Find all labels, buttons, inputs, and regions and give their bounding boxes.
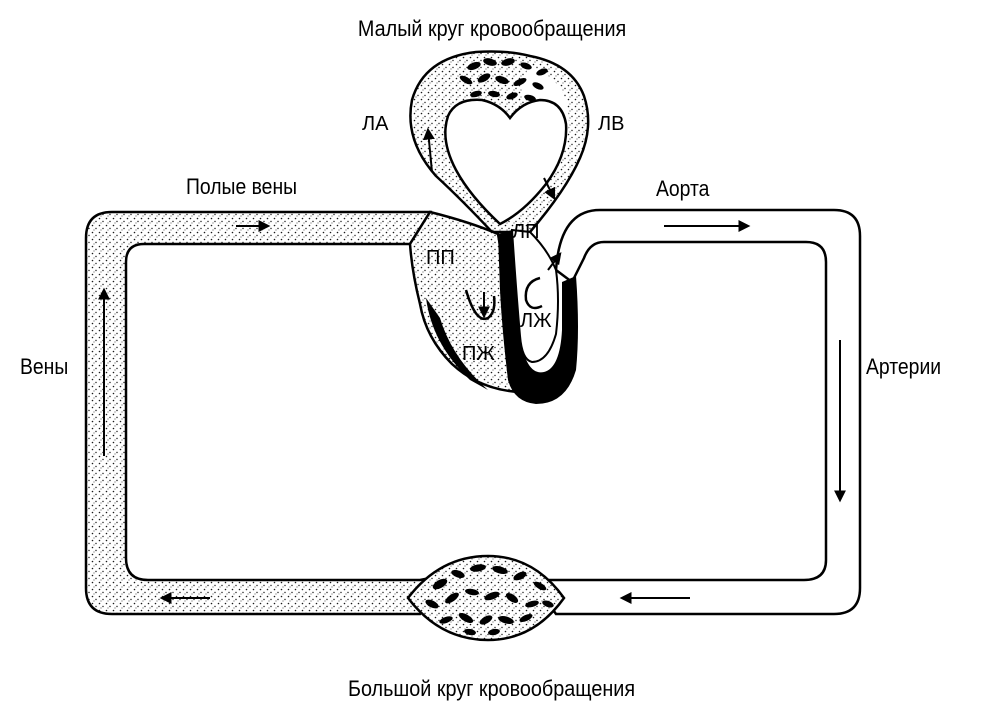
systemic-circulation-text: Большой круг кровообращения [348,676,636,701]
heart [408,210,578,404]
left-atrium-label: ЛП [512,221,540,243]
arrow-left-heart [547,252,562,271]
heart-septum [498,230,578,404]
venae-cavae-label: Полые вены [186,174,298,199]
veins-label: Вены [20,354,69,379]
arrow-pulmonary-artery [422,127,435,173]
systemic-capillary-bed [406,554,566,642]
pulmonary-circulation-label: Малый круг кровообращения [0,18,984,40]
systemic-circulation-label: Большой круг кровообращения [0,678,984,700]
venous-vessel-wall [84,210,433,616]
mitral-valve [524,276,543,310]
pulmonary-artery-label: ЛА [362,113,389,135]
pulmonary-loop [409,50,590,234]
right-atrium-label: ПП [426,247,455,269]
pulmonary-vein-label: ЛВ [598,113,625,135]
left-heart [510,228,559,364]
arrow-pulmonary-vein [543,177,556,201]
aorta-label: Аорта [656,176,710,201]
arterial-vessel-wall [544,208,862,616]
right-ventricle-label: ПЖ [462,343,495,365]
pulmonary-circulation-text: Малый круг кровообращения [357,16,627,41]
flow-arrows [98,127,846,604]
left-ventricle-label: ЛЖ [520,310,552,332]
arteries-label: Артерии [866,354,942,379]
